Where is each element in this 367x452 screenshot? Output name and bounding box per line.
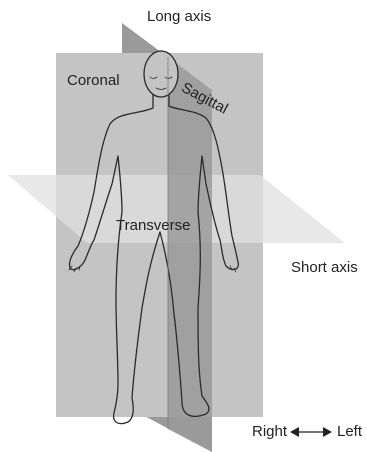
long-axis-label: Long axis: [147, 9, 211, 24]
transverse-label: Transverse: [116, 218, 190, 233]
coronal-label: Coronal: [67, 73, 120, 88]
head: [144, 51, 178, 97]
right-label: Right: [252, 424, 287, 439]
short-axis-label: Short axis: [291, 260, 358, 275]
double-headed-arrow-icon: [290, 425, 332, 439]
sagittal-plane-front: [168, 57, 212, 452]
left-label: Left: [337, 424, 362, 439]
